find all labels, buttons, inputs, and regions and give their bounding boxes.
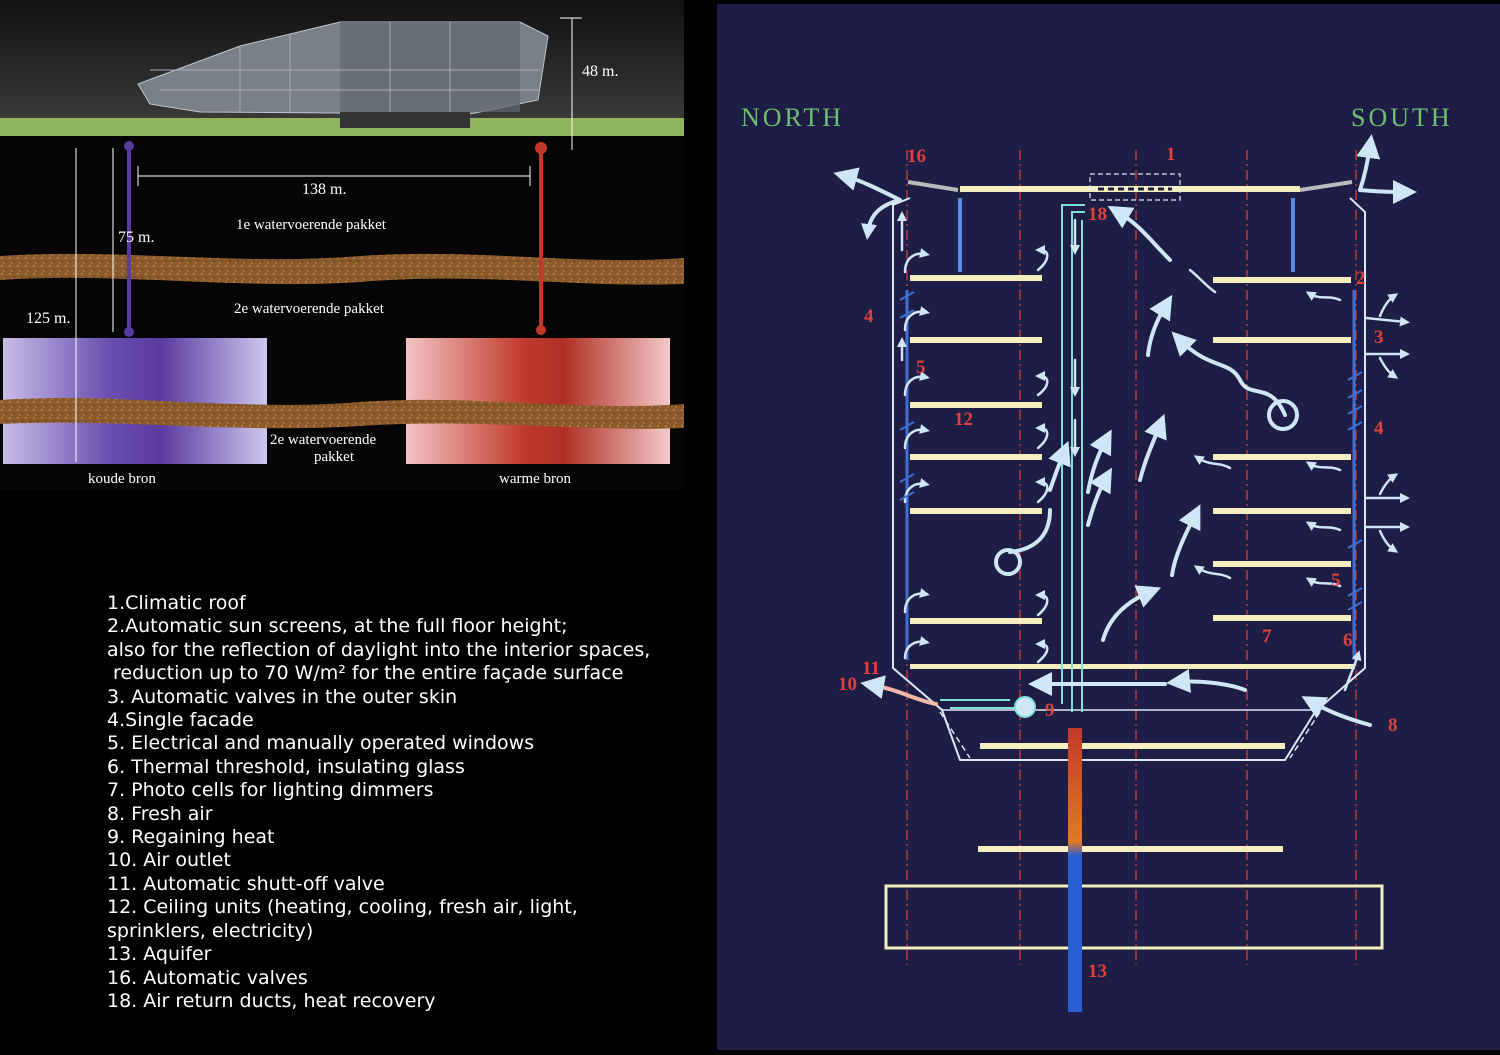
label-9: 9 (1045, 700, 1055, 721)
width-label: 138 m. (302, 181, 346, 198)
legend-item: 8. Fresh air (107, 802, 213, 825)
legend-item: 7. Photo cells for lighting dimmers (107, 779, 434, 802)
building-silhouette (137, 21, 549, 128)
label-12: 12 (954, 409, 973, 430)
label-3: 3 (1374, 327, 1384, 348)
floor-air-arrows (897, 211, 1410, 664)
label-13: 13 (1088, 961, 1107, 982)
aquifer-2-lower-label-line2: pakket (314, 449, 355, 465)
air-return-duct (940, 204, 1085, 712)
legend-item: 10. Air outlet (107, 849, 231, 872)
label-11: 11 (862, 658, 880, 679)
cold-source-label: koude bron (88, 471, 156, 487)
north-label: NORTH (741, 103, 844, 132)
climate-diagram: NORTH SOUTH (741, 103, 1453, 1012)
aquifer-box (884, 884, 1384, 950)
legend-item: 5. Electrical and manually operated wind… (107, 732, 535, 755)
label-16: 16 (907, 146, 926, 167)
aquifer-2-upper-label: 2e watervoerende pakket (234, 301, 385, 317)
soil-layer-upper (0, 253, 684, 285)
depth-75-label: 75 m. (118, 229, 154, 246)
label-18: 18 (1088, 204, 1107, 225)
legend-item: 16. Automatic valves (107, 966, 308, 989)
legend-item: 11. Automatic shutt-off valve (107, 872, 385, 895)
structural-grid-lines (906, 150, 1357, 965)
legend-item: 2.Automatic sun screens, at the full flo… (107, 615, 568, 638)
aquifer-2-lower-label-line1: 2e watervoerende (270, 432, 377, 448)
label-5-south: 5 (1331, 570, 1341, 591)
climatic-roof (907, 173, 1353, 201)
legend-item: sprinklers, electricity) (107, 919, 314, 942)
south-label: SOUTH (1351, 103, 1453, 132)
label-4-south: 4 (1374, 418, 1384, 439)
dimension-lines (75, 17, 582, 462)
sun-screens (899, 291, 1363, 611)
legend-item: 1.Climatic roof (107, 592, 246, 614)
climate-diagram-panel: NORTH SOUTH (717, 4, 1500, 1050)
building-envelope (892, 197, 1366, 761)
soil-layer-lower (0, 398, 684, 429)
aquifer-pipe (1068, 728, 1082, 1012)
label-4-north: 4 (864, 306, 874, 327)
label-2: 2 (1356, 268, 1366, 289)
aquifer-section-diagram: 48 m. 138 m. 75 m. 125 m. 1e watervoeren… (0, 0, 684, 490)
aquifer-1-label: 1e watervoerende pakket (236, 217, 387, 233)
label-10: 10 (838, 674, 857, 695)
height-label: 48 m. (582, 63, 618, 80)
label-8: 8 (1388, 715, 1398, 736)
depth-125-label: 125 m. (26, 310, 70, 327)
legend-item: 18. Air return ducts, heat recovery (107, 989, 436, 1012)
legend-item: 4.Single facade (107, 709, 254, 732)
label-7: 7 (1262, 626, 1272, 647)
airflow-arrows (833, 134, 1417, 727)
floor-slabs (910, 275, 1355, 852)
heat-recovery-fan-icon (1014, 696, 1036, 718)
legend-item: 12. Ceiling units (heating, cooling, fre… (107, 896, 578, 919)
warm-source-label: warme bron (499, 471, 572, 487)
legend-item: 6. Thermal threshold, insulating glass (107, 755, 465, 778)
legend-item: 3. Automatic valves in the outer skin (107, 685, 458, 708)
label-5-north: 5 (916, 357, 926, 378)
legend-item: also for the reflection of daylight into… (107, 638, 651, 661)
legend-item: 9. Regaining heat (107, 826, 275, 849)
legend-item: reduction up to 70 W/m² for the entire f… (107, 662, 624, 685)
label-1: 1 (1166, 144, 1176, 165)
label-6: 6 (1343, 630, 1353, 651)
legend-list: 1.Climatic roof 2.Automatic sun screens,… (107, 592, 707, 1013)
legend-item: 13. Aquifer (107, 943, 212, 966)
